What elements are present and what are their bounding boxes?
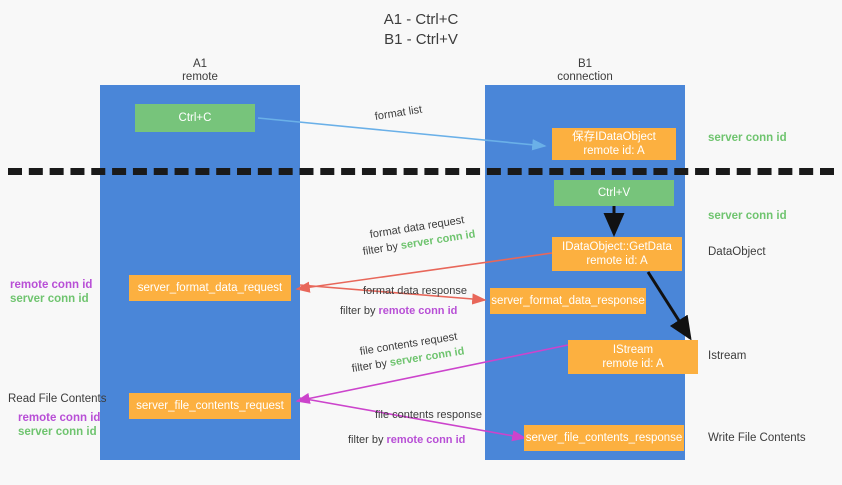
column-b1-name: B1 — [577, 58, 593, 70]
left-label-server-conn-id-1: server conn id — [10, 293, 89, 305]
node-istream-line1: IStream — [612, 344, 654, 356]
edge-label-file-contents-response: file contents response — [375, 409, 483, 421]
left-label-remote-conn-id-2: remote conn id — [18, 412, 101, 424]
node-idataobject-getdata-line1: IDataObject::GetData — [562, 241, 672, 253]
node-ctrl-v-label: Ctrl+V — [597, 187, 631, 199]
page-title-line-2: B1 - Ctrl+V — [384, 31, 458, 48]
edge-label-format-data-response: format data response — [363, 285, 467, 297]
node-istream-line2: remote id: A — [602, 358, 664, 370]
right-label-write-file-contents: Write File Contents — [708, 432, 806, 444]
column-b1-sub: connection — [557, 71, 613, 83]
right-label-dataobject: DataObject — [708, 246, 766, 258]
node-server-file-contents-response-label: server_file_contents_response — [525, 432, 683, 444]
filter-by-prefix-1: filter by — [361, 240, 402, 258]
filter-by-value-2: remote conn id — [378, 305, 458, 317]
node-server-file-contents-request[interactable]: server_file_contents_request — [129, 393, 291, 419]
left-label-server-conn-id-2: server conn id — [18, 426, 97, 438]
node-ctrl-v[interactable]: Ctrl+V — [554, 180, 674, 206]
node-istream[interactable]: IStream remote id: A — [568, 340, 698, 374]
right-label-server-conn-id-2: server conn id — [708, 210, 787, 222]
node-ctrl-c[interactable]: Ctrl+C — [135, 104, 255, 132]
node-save-idataobject-line2: remote id: A — [583, 145, 645, 157]
phase-divider — [8, 168, 834, 175]
column-a1-name: A1 — [192, 58, 208, 70]
left-label-read-file-contents: Read File Contents — [8, 393, 107, 405]
filter-by-prefix-4: filter by — [348, 434, 387, 446]
edge-label-format-list: format list — [373, 103, 423, 123]
node-server-format-data-request[interactable]: server_format_data_request — [129, 275, 291, 301]
right-label-server-conn-id-1: server conn id — [708, 132, 787, 144]
node-server-file-contents-request-label: server_file_contents_request — [136, 400, 284, 412]
column-header-b1: B1 connection — [485, 58, 685, 84]
node-server-format-data-request-label: server_format_data_request — [137, 282, 283, 294]
column-a1-sub: remote — [182, 71, 218, 83]
node-server-format-data-response-label: server_format_data_response — [491, 295, 645, 307]
left-label-remote-conn-id-1: remote conn id — [10, 279, 93, 291]
page-title-line-1: A1 - Ctrl+C — [383, 11, 459, 28]
edge-label-filter-by-remote-conn-id-1: filter by remote conn id — [340, 304, 457, 319]
edge-label-filter-by-remote-conn-id-2: filter by remote conn id — [348, 433, 465, 448]
node-ctrl-c-label: Ctrl+C — [178, 112, 212, 124]
right-label-istream: Istream — [708, 350, 747, 362]
filter-by-prefix-2: filter by — [340, 305, 379, 317]
node-save-idataobject[interactable]: 保存IDataObject remote id: A — [552, 128, 676, 160]
node-server-file-contents-response[interactable]: server_file_contents_response — [524, 425, 684, 451]
node-server-format-data-response[interactable]: server_format_data_response — [490, 288, 646, 314]
node-save-idataobject-line1: 保存IDataObject — [572, 131, 656, 143]
node-idataobject-getdata[interactable]: IDataObject::GetData remote id: A — [552, 237, 682, 271]
filter-by-value-4: remote conn id — [386, 434, 466, 446]
filter-by-prefix-3: filter by — [350, 357, 391, 375]
column-header-a1: A1 remote — [100, 58, 300, 84]
node-idataobject-getdata-line2: remote id: A — [586, 255, 648, 267]
